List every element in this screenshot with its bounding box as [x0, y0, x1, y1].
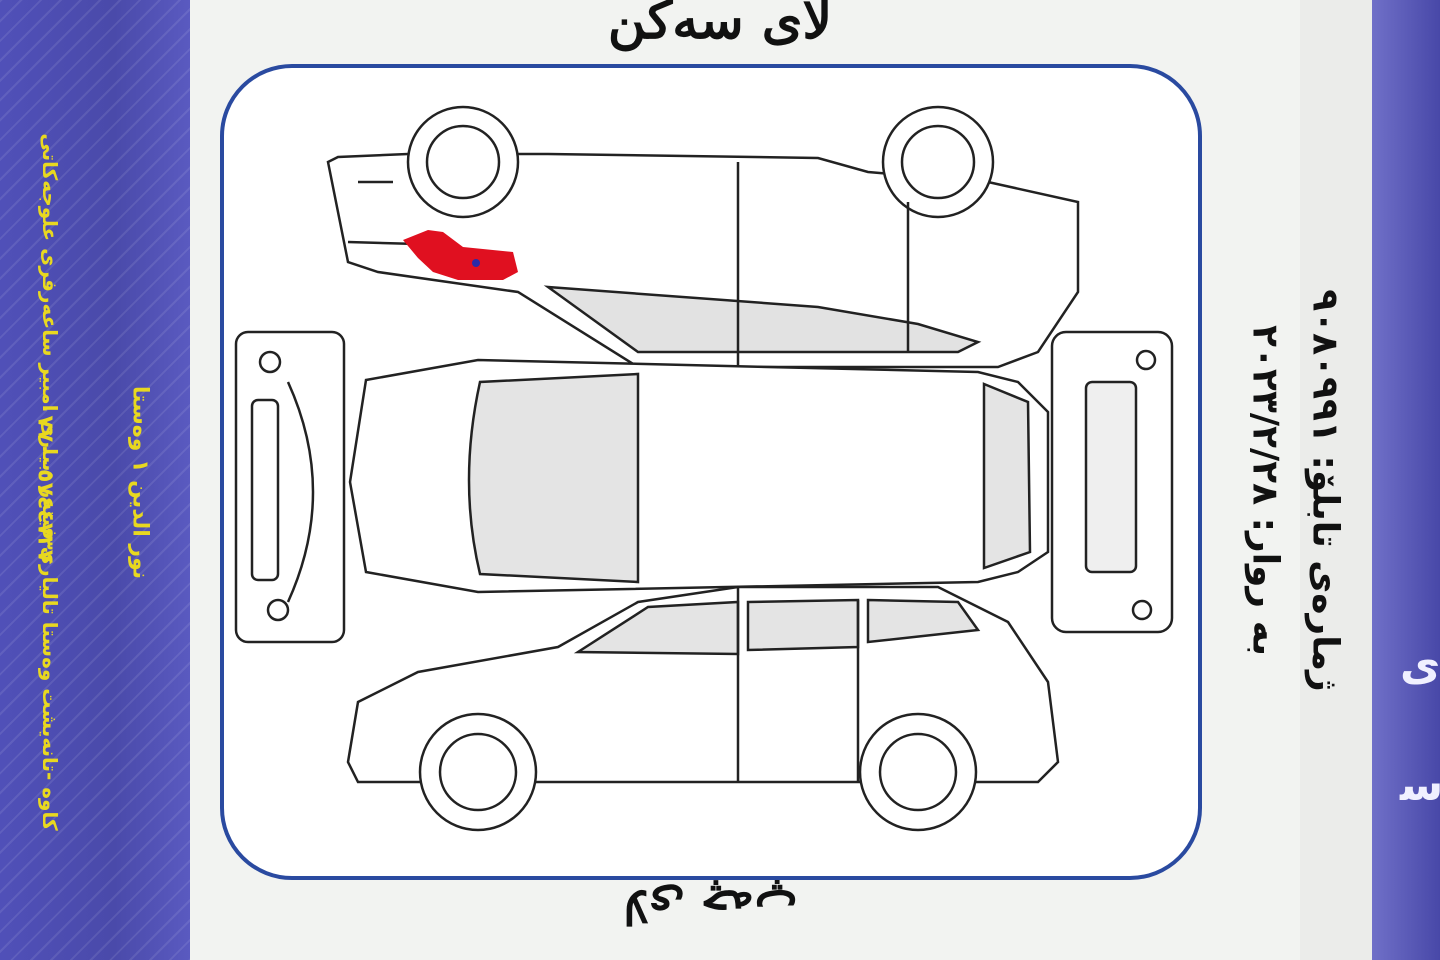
banner-glyph-icon: ﺳ [1400, 760, 1440, 811]
left-banner: ٠٧٧٠٠٥٧٤٤٧٣٧ کاوە -تانەیشت وەستا تالیاری… [0, 0, 190, 960]
banner-pattern [0, 0, 190, 960]
car-right-side-view [326, 105, 1080, 369]
services-banner-text: کاوە -تانەیشت وەستا تالیاری فیتەر -بیاری… [38, 133, 62, 831]
right-banner: ﻯ ﺳ [1372, 0, 1440, 960]
date-line: بە روار: ٢٠٢٣/٢/٢٨ [1244, 324, 1286, 657]
car-top-view [348, 358, 1050, 594]
left-side-title: لای چەپ [622, 880, 798, 934]
owner-banner-text: نور الدین ١ وەستا [127, 385, 153, 580]
car-inspection-diagram [218, 62, 1204, 882]
car-diagram-svg [220, 64, 1202, 880]
right-margin [1300, 0, 1372, 960]
right-side-title: لای سەکن [607, 0, 833, 51]
damage-marker [403, 230, 518, 280]
car-front-view [234, 330, 346, 644]
car-left-side-view [346, 585, 1060, 832]
car-rear-view [1050, 330, 1174, 634]
banner-glyph-icon: ﻯ [1400, 640, 1440, 691]
plate-number-line: ژمارەی تابلۆ: ٩٠٨٠٩٩١ [1304, 289, 1346, 692]
